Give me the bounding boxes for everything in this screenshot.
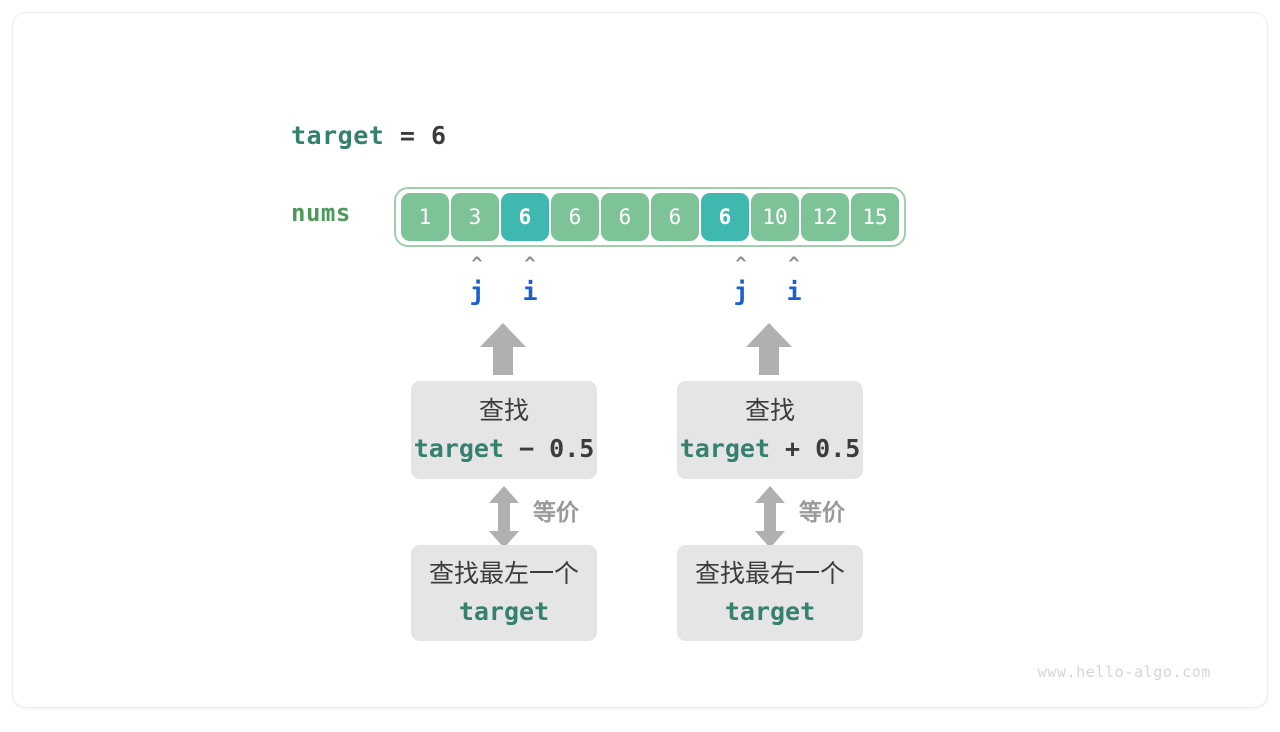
array-cell-0[interactable]: 1: [401, 193, 449, 241]
equivalence-label-left: 等价: [533, 500, 579, 526]
array-cell-5[interactable]: 6: [651, 193, 699, 241]
nums-label: nums: [291, 199, 351, 227]
double-arrow-left-icon: [489, 486, 519, 548]
left-search-offset: − 0.5: [504, 434, 595, 463]
array-cell-6[interactable]: 6: [701, 193, 749, 241]
caret-icon: ^: [735, 253, 747, 275]
left-result-box-line1: 查找最左一个: [428, 559, 579, 588]
pointer-label-i: i: [522, 277, 538, 306]
array-cell-3[interactable]: 6: [551, 193, 599, 241]
nums-array: 1 3 6 6 6 6 6 10 12 15: [394, 187, 906, 247]
left-search-box[interactable]: 查找 target − 0.5: [411, 381, 597, 479]
caret-icon: ^: [471, 253, 483, 275]
array-cell-1[interactable]: 3: [451, 193, 499, 241]
right-result-target-keyword: target: [724, 597, 816, 626]
caret-icon: ^: [524, 253, 536, 275]
double-arrow-right-icon: [755, 486, 785, 548]
pointer-right-i: ^ i: [774, 255, 814, 305]
left-search-box-expression: target − 0.5: [414, 434, 595, 464]
target-equals: =: [384, 120, 431, 150]
pointer-left-j: ^ j: [457, 255, 497, 305]
pointer-label-j: j: [469, 277, 485, 306]
diagram-canvas: target = 6 nums 1 3 6 6 6 6 6 10 12 15 ^…: [12, 12, 1268, 708]
array-cell-8[interactable]: 12: [801, 193, 849, 241]
target-declaration: target = 6: [291, 113, 447, 157]
right-search-box-line1: 查找: [744, 396, 795, 425]
caret-icon: ^: [788, 253, 800, 275]
watermark: www.hello-algo.com: [1037, 663, 1211, 681]
array-cell-4[interactable]: 6: [601, 193, 649, 241]
up-arrow-left-icon: [480, 323, 526, 375]
pointer-label-j: j: [733, 277, 749, 306]
right-search-target-keyword: target: [679, 434, 770, 463]
up-arrow-right-icon: [746, 323, 792, 375]
left-search-box-line1: 查找: [478, 396, 529, 425]
left-search-target-keyword: target: [413, 434, 504, 463]
array-cell-7[interactable]: 10: [751, 193, 799, 241]
right-search-box[interactable]: 查找 target + 0.5: [677, 381, 863, 479]
left-result-box[interactable]: 查找最左一个 target: [411, 545, 597, 641]
equivalence-label-right: 等价: [799, 500, 845, 526]
pointer-right-j: ^ j: [721, 255, 761, 305]
target-keyword: target: [291, 120, 385, 150]
array-cell-9[interactable]: 15: [851, 193, 899, 241]
right-result-box-line1: 查找最右一个: [694, 559, 845, 588]
right-search-offset: + 0.5: [770, 434, 861, 463]
target-value: 6: [430, 120, 447, 150]
array-cell-2[interactable]: 6: [501, 193, 549, 241]
left-result-target-keyword: target: [458, 597, 550, 626]
right-result-box[interactable]: 查找最右一个 target: [677, 545, 863, 641]
right-search-box-expression: target + 0.5: [680, 434, 861, 464]
pointer-left-i: ^ i: [510, 255, 550, 305]
pointer-label-i: i: [786, 277, 802, 306]
